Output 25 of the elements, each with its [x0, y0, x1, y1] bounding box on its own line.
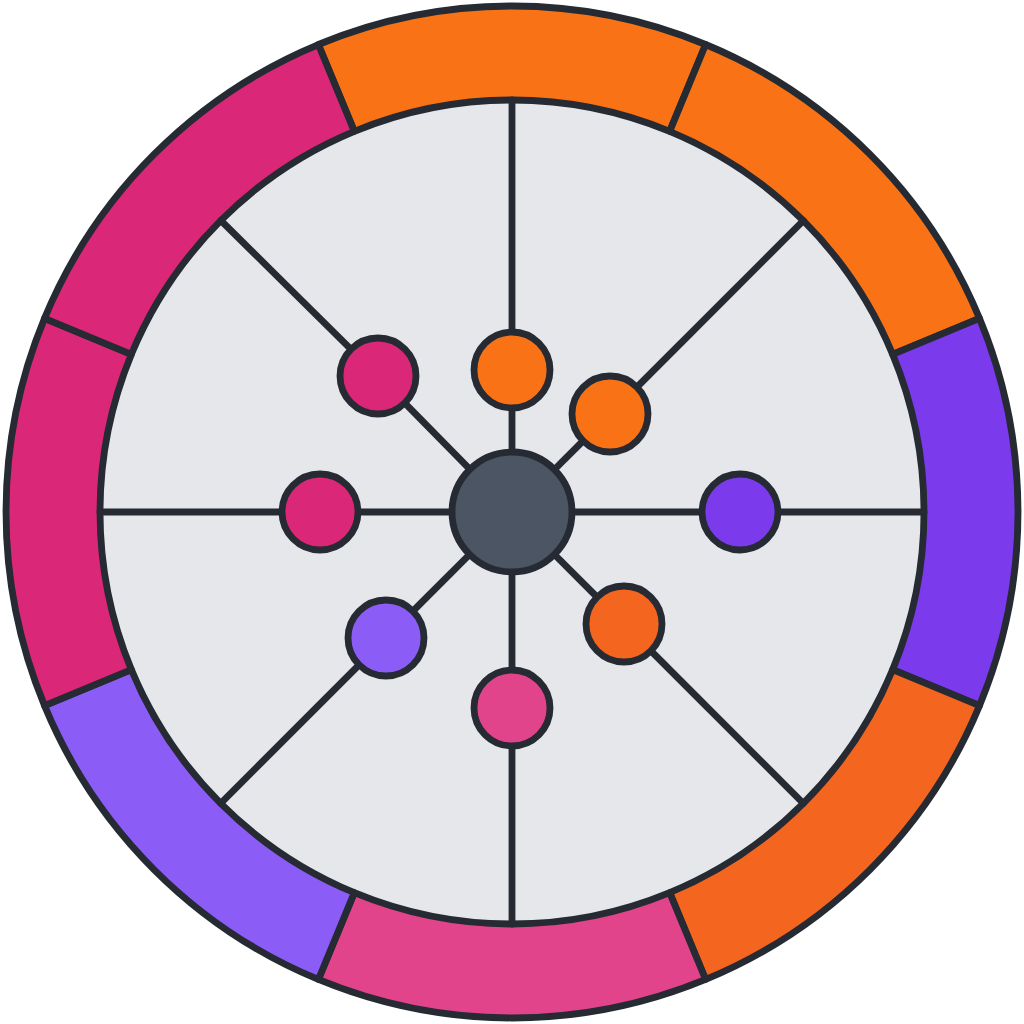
ring-segment [41, 41, 358, 358]
ring-segment [2, 315, 135, 710]
ring-segment [889, 314, 1022, 709]
ring-segment [314, 2, 709, 135]
spoke-line [778, 508, 928, 516]
spoke-line [508, 96, 516, 332]
hub-circle [448, 448, 576, 576]
spoke-line [553, 439, 585, 471]
spoke-line [635, 217, 807, 389]
spoke-line [649, 649, 807, 807]
spoke-line [508, 572, 516, 670]
spoke-line [508, 746, 516, 928]
spoke-line [403, 402, 471, 471]
spoke-line [572, 508, 702, 516]
spoke-line [553, 553, 599, 599]
spoke-line [411, 553, 471, 613]
spoke-line [358, 508, 452, 516]
spoke-line [217, 663, 361, 807]
ring-segment [315, 889, 710, 1022]
ring-segment [666, 41, 983, 358]
spoke-line [217, 217, 352, 351]
spoke-line [508, 408, 516, 452]
ring-segment [666, 666, 983, 983]
spoke-line [96, 508, 282, 516]
ring-segment [41, 666, 358, 983]
